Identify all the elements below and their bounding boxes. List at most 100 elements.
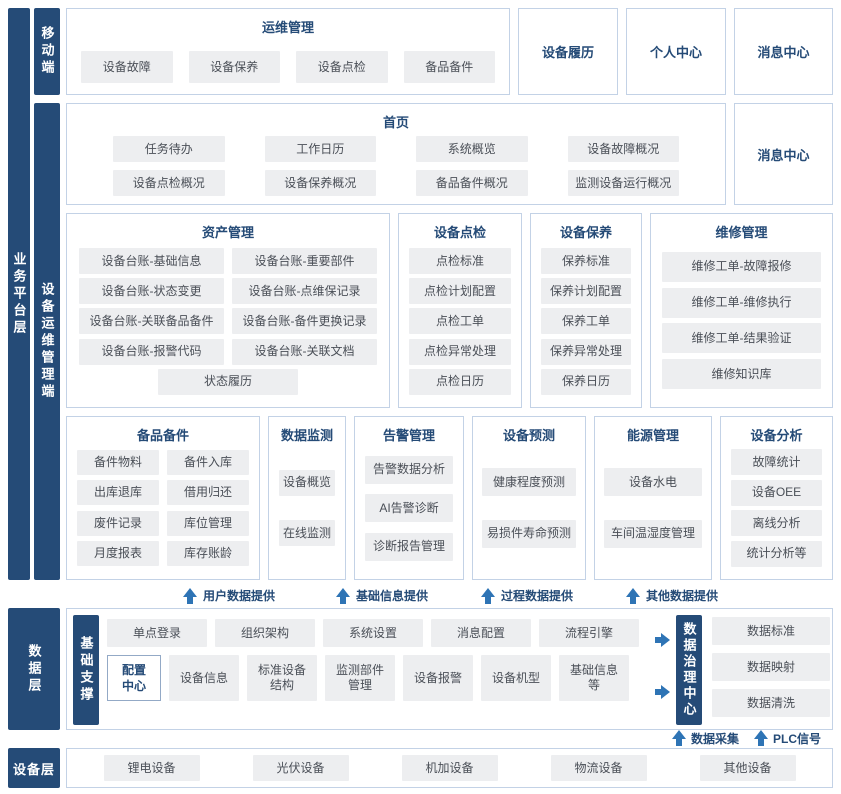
section-title: 能源管理 bbox=[626, 428, 679, 443]
flow-label: 基础信息提供 bbox=[356, 589, 429, 603]
section-title: 运维管理 bbox=[261, 20, 314, 35]
home-items: 任务待办工作日历系统概览设备故障概况设备点检概况设备保养概况备品备件概况监测设备… bbox=[113, 136, 679, 196]
flow-label: 数据采集 bbox=[691, 731, 740, 746]
box-message-center-main: 消息中心 bbox=[734, 103, 833, 205]
asset-item: 设备台账-点维保记录 bbox=[232, 278, 377, 305]
spare-item: 库存账龄 bbox=[167, 540, 249, 566]
analysis-item: 离线分析 bbox=[731, 510, 822, 537]
section-title: 设备保养 bbox=[559, 225, 612, 240]
panel-asset-management: 资产管理 设备台账-基础信息设备台账-重要部件设备台账-状态变更设备台账-点维保… bbox=[66, 213, 390, 408]
repair-item: 维修知识库 bbox=[662, 359, 821, 390]
alarm-item: 告警数据分析 bbox=[365, 455, 453, 484]
layer-label-device-ops: 设备运维管理端 bbox=[34, 103, 60, 580]
inspection-items: 点检标准点检计划配置点检工单点检异常处理点检日历 bbox=[409, 244, 511, 399]
asset-item: 设备台账-状态变更 bbox=[79, 278, 224, 305]
data-module: 设备信息 bbox=[169, 655, 239, 701]
asset-item: 设备台账-基础信息 bbox=[79, 248, 224, 275]
home-item: 工作日历 bbox=[264, 136, 376, 162]
panel-device-layer: 锂电设备光伏设备机加设备物流设备其他设备 bbox=[66, 748, 833, 788]
device-item: 机加设备 bbox=[401, 755, 498, 781]
spare-items: 备件物料备件入库出库退库借用归还废件记录库位管理月度报表库存账龄 bbox=[77, 445, 249, 571]
inspection-item: 点检异常处理 bbox=[409, 338, 511, 365]
asset-item: 状态履历 bbox=[158, 368, 298, 395]
section-title: 备品备件 bbox=[136, 428, 189, 443]
section-title: 维修管理 bbox=[715, 225, 768, 240]
panel-data-monitoring: 数据监测 设备概览在线监测 bbox=[268, 416, 346, 580]
spare-item: 备件物料 bbox=[77, 450, 159, 476]
panel-inspection: 设备点检 点检标准点检计划配置点检工单点检异常处理点检日历 bbox=[398, 213, 522, 408]
section-title: 数据监测 bbox=[280, 428, 333, 443]
panel-ops-management: 运维管理 设备故障设备保养设备点检备品备件 bbox=[66, 8, 510, 95]
data-layer-row1: 单点登录组织架构系统设置消息配置流程引擎 bbox=[107, 619, 639, 647]
ops-item: 设备故障 bbox=[81, 51, 173, 83]
maintenance-item: 保养标准 bbox=[541, 248, 631, 275]
section-title: 设备预测 bbox=[502, 428, 555, 443]
alarm-item: AI告警诊断 bbox=[365, 494, 453, 522]
box-message-center-mobile: 消息中心 bbox=[734, 8, 833, 95]
panel-spare-parts: 备品备件 备件物料备件入库出库退库借用归还废件记录库位管理月度报表库存账龄 bbox=[66, 416, 260, 580]
panel-data-layer: 基础支撑 单点登录组织架构系统设置消息配置流程引擎 配置中心 设备信息标准设备结… bbox=[66, 608, 833, 730]
ops-item: 设备点检 bbox=[296, 51, 388, 83]
up-arrow-icon bbox=[754, 730, 768, 746]
home-item: 系统概览 bbox=[416, 136, 528, 162]
analysis-item: 统计分析等 bbox=[731, 540, 822, 567]
section-title: 设备分析 bbox=[750, 428, 803, 443]
data-collection-flow: 数据采集 bbox=[672, 730, 739, 746]
data-module: 消息配置 bbox=[431, 619, 531, 647]
panel-maintenance: 设备保养 保养标准保养计划配置保养工单保养异常处理保养日历 bbox=[530, 213, 642, 408]
device-item: 其他设备 bbox=[699, 755, 796, 781]
layer-label-data-governance: 数据治理中心 bbox=[676, 615, 702, 725]
monitor-item: 设备概览 bbox=[279, 469, 335, 496]
asset-item: 设备台账-报警代码 bbox=[79, 338, 224, 365]
data-module: 系统设置 bbox=[323, 619, 423, 647]
flow-label: 过程数据提供 bbox=[501, 589, 574, 603]
data-module: 基础信息等 bbox=[559, 655, 629, 701]
section-title: 设备点检 bbox=[433, 225, 486, 240]
alarm-items: 告警数据分析 AI告警诊断诊断报告管理 bbox=[365, 445, 453, 571]
up-arrow-icon bbox=[183, 587, 197, 604]
governance-item: 数据清洗 bbox=[712, 689, 830, 717]
layer-label-data: 数据层 bbox=[8, 608, 60, 730]
data-module: 设备报警 bbox=[403, 655, 473, 701]
asset-item: 设备台账-重要部件 bbox=[232, 248, 377, 275]
predict-item: 健康程度预测 bbox=[482, 468, 576, 497]
home-item: 监测设备运行概况 bbox=[567, 170, 679, 196]
section-title: 首页 bbox=[382, 115, 409, 130]
alarm-item: 诊断报告管理 bbox=[365, 532, 453, 561]
governance-item: 数据标准 bbox=[712, 617, 830, 645]
data-flow: 过程数据提供 bbox=[481, 587, 573, 604]
home-item: 任务待办 bbox=[113, 136, 225, 162]
panel-device-prediction: 设备预测 健康程度预测易损件寿命预测 bbox=[472, 416, 586, 580]
repair-item: 维修工单-故障报修 bbox=[662, 251, 821, 282]
data-module: 单点登录 bbox=[107, 619, 207, 647]
spare-item: 月度报表 bbox=[77, 540, 159, 566]
repair-items: 维修工单-故障报修维修工单-维修执行维修工单-结果验证维修知识库 bbox=[662, 246, 821, 395]
device-item: 物流设备 bbox=[550, 755, 647, 781]
repair-item: 维修工单-维修执行 bbox=[662, 287, 821, 318]
section-title: 资产管理 bbox=[201, 225, 254, 240]
maintenance-item: 保养日历 bbox=[541, 368, 631, 395]
data-flow: 其他数据提供 bbox=[626, 587, 718, 604]
maintenance-item: 保养工单 bbox=[541, 308, 631, 335]
asset-item: 设备台账-关联备品备件 bbox=[79, 308, 224, 335]
inspection-item: 点检标准 bbox=[409, 248, 511, 275]
data-module: 组织架构 bbox=[215, 619, 315, 647]
asset-items: 设备台账-基础信息设备台账-重要部件设备台账-状态变更设备台账-点维保记录设备台… bbox=[79, 244, 377, 399]
spare-item: 出库退库 bbox=[77, 480, 159, 506]
data-module: 设备机型 bbox=[481, 655, 551, 701]
device-item: 光伏设备 bbox=[252, 755, 349, 781]
up-arrow-icon bbox=[481, 587, 495, 604]
box-personal-center: 个人中心 bbox=[626, 8, 726, 95]
layer-label-device: 设备层 bbox=[8, 748, 60, 788]
right-arrow-icon bbox=[655, 633, 670, 647]
panel-home: 首页 任务待办工作日历系统概览设备故障概况设备点检概况设备保养概况备品备件概况监… bbox=[66, 103, 726, 205]
data-layer-row2: 配置中心 设备信息标准设备结构监测部件管理设备报警设备机型基础信息等 bbox=[107, 655, 629, 701]
home-item: 设备保养概况 bbox=[264, 170, 376, 196]
home-item: 设备点检概况 bbox=[113, 170, 225, 196]
spare-item: 备件入库 bbox=[167, 450, 249, 476]
box-config-center: 配置中心 bbox=[107, 655, 161, 701]
